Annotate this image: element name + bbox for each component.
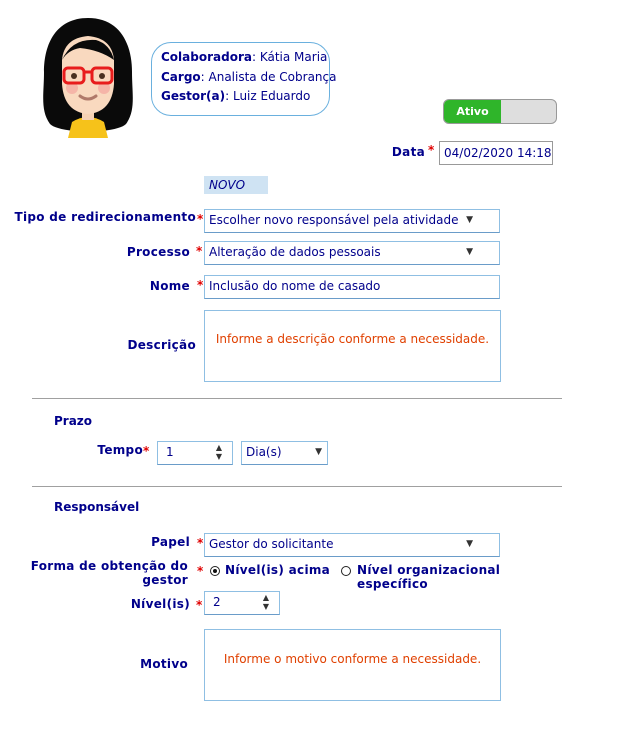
levels-spinbox[interactable]: 2 ▲▼ [204,591,280,615]
method-label: Forma de obtenção do gestor [31,559,188,587]
chevron-down-icon: ▼ [315,447,322,457]
divider [32,398,562,399]
manager-row: Gestor(a): Luiz Eduardo [161,89,311,103]
divider [32,486,562,487]
reason-label: Motivo [140,657,188,671]
redirect-type-label: Tipo de redirecionamento [14,210,196,224]
role-value: Analista de Cobrança [208,70,337,84]
date-input[interactable]: 04/02/2020 14:18 [439,141,553,165]
chevron-down-icon: ▼ [466,215,473,225]
date-label: Data [391,145,425,159]
redirect-type-select[interactable]: Escolher novo responsável pela atividade… [204,209,500,233]
process-select[interactable]: Alteração de dados pessoais ▼ [204,241,500,265]
status-toggle[interactable]: Ativo [443,99,557,124]
name-label: Nome [149,279,190,293]
manager-value: Luiz Eduardo [232,89,311,103]
deadline-section-title: Prazo [54,414,93,428]
process-value: Alteração de dados pessoais [209,245,381,259]
method-label-line2: gestor [142,573,188,587]
responsible-section-title: Responsável [54,500,140,514]
time-unit-value: Dia(s) [246,445,282,459]
redirect-type-value: Escolher novo responsável pela atividade [209,213,459,227]
avatar [36,14,140,138]
required-marker: * [196,244,203,258]
spinner-arrows-icon[interactable]: ▲▼ [262,593,269,611]
radio-org-level-line1: Nível organizacional [357,563,501,577]
method-label-line1: Forma de obtenção do [30,559,188,573]
collaborator-value: Kátia Maria [259,50,328,64]
required-marker: * [197,212,204,226]
reason-placeholder: Informe o motivo conforme a necessidade. [223,652,482,666]
radio-org-level-label[interactable]: Nível organizacional específico [357,563,500,591]
role-row: Cargo: Analista de Cobrança [161,70,337,84]
collaborator-row: Colaboradora: Kátia Maria [161,50,328,64]
role-label: Cargo [161,70,201,84]
required-marker: * [196,598,203,612]
process-label: Processo [126,245,190,259]
radio-levels-above-label[interactable]: Nível(is) acima [225,563,331,577]
name-input[interactable]: Inclusão do nome de casado [204,275,500,299]
chevron-down-icon: ▼ [466,539,473,549]
time-label: Tempo [97,443,143,457]
radio-levels-above[interactable] [210,566,220,576]
levels-label: Nível(is) [130,597,190,611]
time-spinbox[interactable]: 1 ▲▼ [157,441,233,465]
spinner-arrows-icon[interactable]: ▲▼ [215,443,222,461]
time-value: 1 [166,445,174,459]
description-textarea[interactable]: Informe a descrição conforme a necessida… [204,310,501,382]
radio-org-level-line2: específico [357,577,428,591]
manager-label: Gestor(a) [161,89,226,103]
reason-textarea[interactable]: Informe o motivo conforme a necessidade. [204,629,501,701]
levels-value: 2 [213,595,221,609]
role-select-value: Gestor do solicitante [209,537,334,551]
collaborator-label: Colaboradora [161,50,252,64]
required-marker: * [428,143,435,157]
required-marker: * [197,564,204,578]
employee-info-card: Colaboradora: Kátia Maria Cargo: Analist… [151,42,336,116]
new-badge: NOVO [204,176,268,194]
chevron-down-icon: ▼ [466,247,473,257]
description-label: Descrição [127,338,196,352]
description-placeholder: Informe a descrição conforme a necessida… [215,332,490,346]
role-field-label: Papel [151,535,190,549]
radio-org-level[interactable] [341,566,351,576]
role-select[interactable]: Gestor do solicitante ▼ [204,533,500,557]
required-marker: * [197,536,204,550]
required-marker: * [143,444,150,458]
status-toggle-on: Ativo [444,100,501,123]
time-unit-select[interactable]: Dia(s) ▼ [241,441,328,465]
required-marker: * [197,278,204,292]
